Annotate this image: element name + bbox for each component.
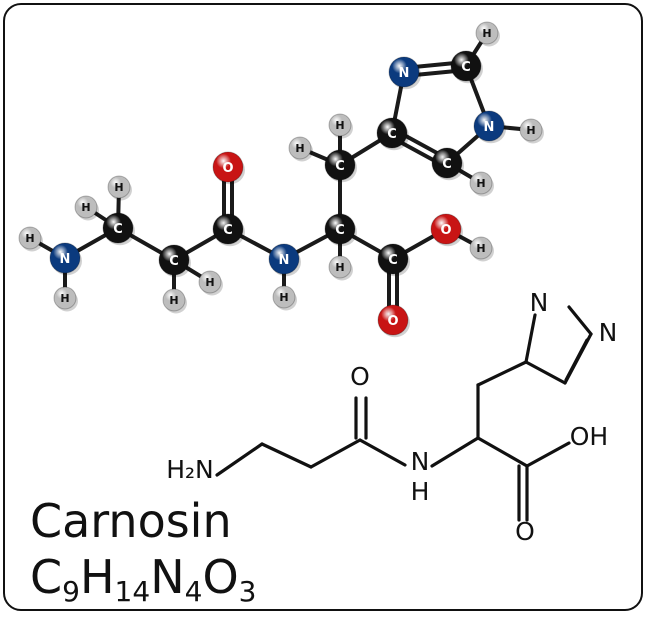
- atom-H-H7: H: [272, 285, 297, 311]
- atom-label: H: [25, 232, 34, 245]
- skeletal-label-amide-h: H: [411, 477, 430, 506]
- atom-C-C4: C: [324, 213, 357, 247]
- atom-H-H10: H: [328, 113, 353, 139]
- atom-H-H9: H: [288, 136, 313, 162]
- atom-H-H2: H: [53, 286, 78, 312]
- atom-H-H11: H: [469, 236, 494, 262]
- formula-count-O: 3: [238, 575, 257, 608]
- atom-H-H5: H: [198, 270, 223, 296]
- formula-element-O: O: [202, 550, 239, 604]
- atom-C-C6: C: [324, 149, 357, 183]
- atom-O-O1: O: [212, 151, 245, 185]
- atom-H-H4: H: [107, 175, 132, 201]
- skeletal-label-amide-o: O: [350, 362, 370, 391]
- atom-C-C8: C: [431, 147, 464, 181]
- atom-label: O: [222, 161, 233, 176]
- atom-label: C: [388, 253, 398, 268]
- atom-label: H: [205, 276, 214, 289]
- formula-element-N: N: [150, 550, 185, 604]
- atom-H-H8: H: [328, 255, 353, 281]
- atom-label: H: [476, 177, 485, 190]
- atom-label: H: [526, 124, 535, 137]
- atom-C-C2: C: [158, 244, 191, 278]
- atom-label: N: [399, 66, 410, 81]
- atom-label: H: [335, 261, 344, 274]
- skeletal-label-amine: H₂N: [166, 455, 214, 484]
- atom-label: H: [60, 292, 69, 305]
- skeletal-label-amide-n: N: [411, 447, 430, 476]
- atom-N-N3: N: [473, 110, 506, 144]
- atom-label: O: [440, 223, 451, 238]
- formula-count-C: 9: [62, 575, 80, 608]
- atom-label: H: [476, 242, 485, 255]
- atom-H-H3: H: [74, 195, 99, 221]
- skeletal-bond: [358, 438, 407, 467]
- skeletal-bond: [260, 442, 313, 469]
- atom-label: C: [442, 157, 452, 172]
- skeletal-bond: [564, 338, 589, 382]
- atom-C-C3: C: [212, 213, 245, 247]
- atom-label: C: [335, 159, 345, 174]
- skeletal-label-ring-n-top: N: [530, 288, 549, 317]
- atom-H-H13: H: [519, 118, 544, 144]
- atom-O-O2: O: [377, 304, 410, 338]
- atom-N-N4: N: [388, 56, 421, 90]
- skeletal-bond: [215, 442, 264, 477]
- atom-label: C: [461, 60, 471, 75]
- figure-frame: [3, 3, 643, 611]
- skeletal-label-acid-o: O: [515, 517, 535, 546]
- formula-count-N: 4: [184, 575, 203, 608]
- molecular-formula: C9H14N4O3: [30, 550, 256, 608]
- atom-label: C: [387, 127, 397, 142]
- formula-element-H: H: [79, 550, 115, 604]
- atom-label: C: [113, 222, 123, 237]
- skeletal-bond: [476, 436, 529, 468]
- skeletal-bond: [476, 360, 528, 387]
- formula-element-C: C: [30, 550, 63, 604]
- atom-label: H: [482, 27, 491, 40]
- atom-label: H: [81, 201, 90, 214]
- atom-N-N1: N: [49, 242, 82, 276]
- atom-H-H6: H: [162, 288, 187, 314]
- atom-C-C1: C: [102, 212, 135, 246]
- atom-label: H: [335, 119, 344, 132]
- atom-label: C: [335, 223, 345, 238]
- atom-label: C: [169, 254, 179, 269]
- atom-H-H12: H: [469, 171, 494, 197]
- atom-H-H1: H: [18, 226, 43, 252]
- atom-C-C9: C: [450, 50, 483, 84]
- atom-C-C7: C: [376, 117, 409, 151]
- atom-label: C: [223, 223, 233, 238]
- atom-H-H14: H: [475, 21, 500, 47]
- skeletal-bond: [309, 438, 362, 469]
- atom-label: O: [387, 314, 398, 329]
- skeletal-bond: [524, 313, 537, 364]
- atom-O-O3: O: [430, 213, 463, 247]
- atom-label: H: [279, 291, 288, 304]
- skeletal-label-ring-n-right: N: [599, 318, 618, 347]
- atom-C-C5: C: [377, 243, 410, 277]
- atom-label: N: [279, 253, 290, 268]
- skeletal-bond: [430, 436, 480, 468]
- skeletal-bond: [524, 360, 567, 385]
- formula-count-H: 14: [114, 575, 151, 608]
- atom-label: N: [484, 120, 495, 135]
- skeletal-label-acid-oh: OH: [570, 422, 608, 451]
- atom-N-N2: N: [268, 243, 301, 277]
- model-atoms: N C C C O N C C O O C C C N N C H H H H H H H H H H H H H H: [18, 21, 544, 338]
- atom-label: H: [169, 294, 178, 307]
- atom-label: N: [60, 252, 71, 267]
- atom-label: H: [295, 142, 304, 155]
- skeletal-bond: [525, 441, 571, 468]
- skeletal-bond: [567, 305, 593, 336]
- compound-name: Carnosin: [30, 494, 232, 548]
- atom-label: H: [114, 181, 123, 194]
